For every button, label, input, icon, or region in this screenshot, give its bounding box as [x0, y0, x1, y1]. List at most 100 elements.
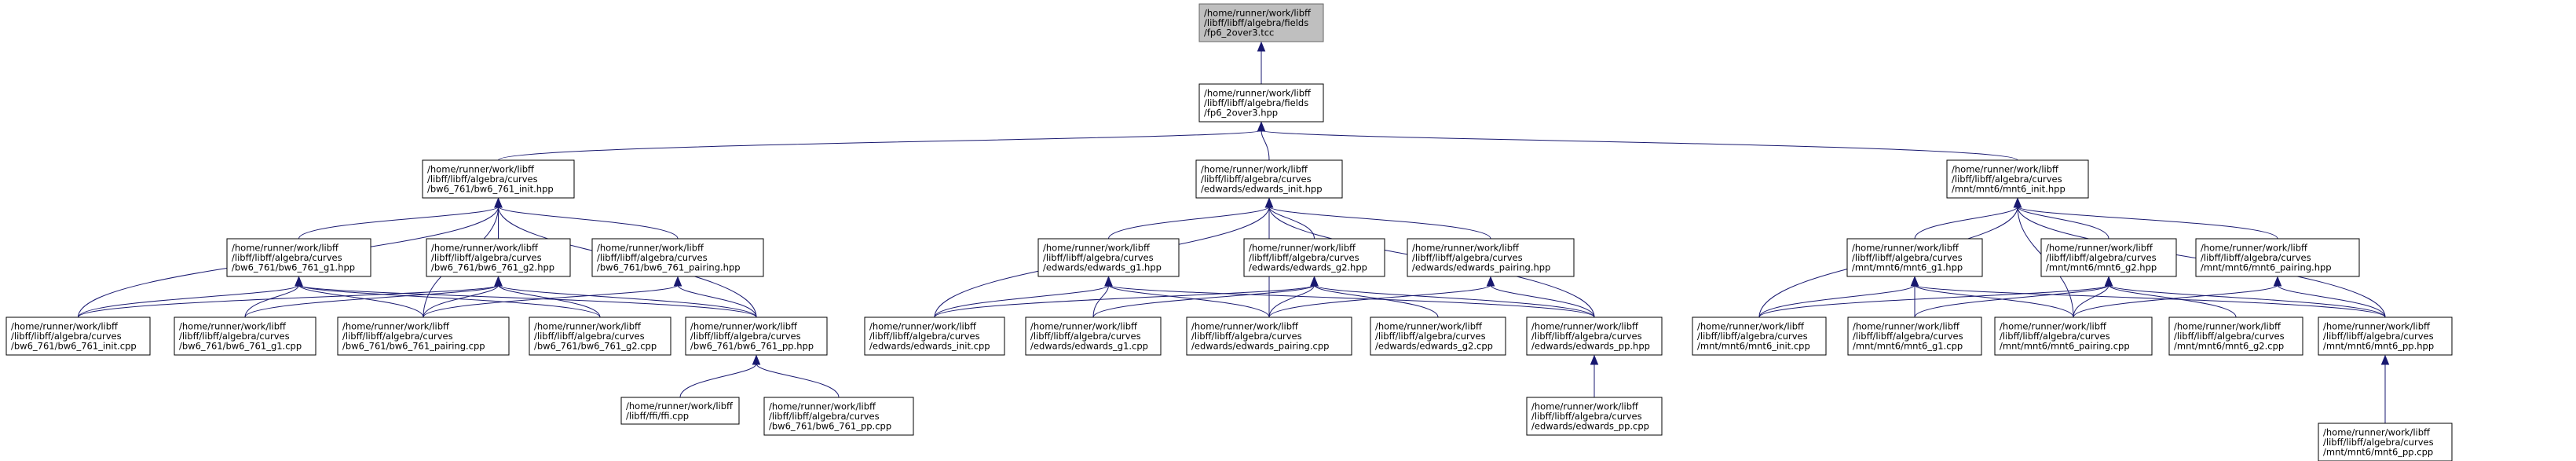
node-label-line: /home/runner/work/libff	[626, 401, 734, 412]
node-mnt6-init-hpp[interactable]: /home/runner/work/libff/libff/libff/alge…	[1946, 159, 2089, 199]
node-label-line: /home/runner/work/libff	[1531, 321, 1639, 332]
node-label-line: /edwards/edwards_init.hpp	[1201, 184, 1323, 195]
arrow-head-icon	[295, 276, 303, 287]
node-bw6-pp-hpp[interactable]: /home/runner/work/libff/libff/libff/alge…	[685, 316, 828, 356]
node-box	[1846, 238, 1983, 277]
node-edwards-g2-hpp[interactable]: /home/runner/work/libff/libff/libff/alge…	[1243, 238, 1385, 277]
node-mnt6-pairing-hpp[interactable]: /home/runner/work/libff/libff/libff/alge…	[2195, 238, 2360, 277]
node-label-line: /libff/libff/algebra/curves	[1531, 331, 1642, 342]
edge-bw6_g2_cpp-to-bw6_g1_hpp	[295, 276, 601, 318]
edge-line	[756, 363, 840, 398]
node-label-line: /mnt/mnt6/mnt6_init.hpp	[1952, 184, 2066, 195]
arrow-head-icon	[1257, 41, 1266, 52]
node-label-line: /libff/libff/algebra/curves	[1030, 331, 1141, 342]
node-fp6-2over3-hpp[interactable]: /home/runner/work/libff/libff/libff/alge…	[1198, 83, 1324, 123]
node-label-line: /mnt/mnt6/mnt6_pp.cpp	[2323, 447, 2433, 458]
node-label-line: /home/runner/work/libff	[11, 321, 119, 332]
node-label-line: /mnt/mnt6/mnt6_pp.hpp	[2323, 341, 2434, 352]
node-label-line: /home/runner/work/libff	[1531, 401, 1639, 412]
node-edwards-pairing-cpp[interactable]: /home/runner/work/libff/libff/libff/alge…	[1186, 316, 1352, 356]
node-edwards-pp-cpp[interactable]: /home/runner/work/libff/libff/libff/alge…	[1526, 397, 1663, 436]
node-mnt6-pairing-cpp[interactable]: /home/runner/work/libff/libff/libff/alge…	[1994, 316, 2153, 356]
node-label-line: /libff/libff/algebra/curves	[534, 331, 645, 342]
node-label-line: /libff/libff/algebra/fields	[1204, 97, 1308, 108]
edge-line	[1914, 284, 2386, 318]
node-box	[2040, 238, 2177, 277]
node-label-line: /home/runner/work/libff	[232, 243, 339, 254]
edge-edwards_pairing_cpp-to-edwards_g1_hpp	[1104, 276, 1270, 318]
node-box	[1847, 316, 1982, 356]
node-fp6-2over3-tcc[interactable]: /home/runner/work/libff/libff/libff/alge…	[1198, 3, 1324, 42]
node-bw6-g1-hpp[interactable]: /home/runner/work/libff/libff/libff/alge…	[226, 238, 371, 277]
edge-edwards_init_cpp-to-edwards_g2_hpp	[934, 276, 1319, 318]
node-label-line: /home/runner/work/libff	[1191, 321, 1299, 332]
node-box	[1946, 159, 2089, 199]
edge-edwards_g2_hpp-to-edwards_init_hpp	[1264, 197, 1315, 240]
edge-line	[244, 284, 299, 318]
node-edwards-g2-cpp[interactable]: /home/runner/work/libff/libff/libff/alge…	[1370, 316, 1506, 356]
node-label-line: /libff/libff/algebra/curves	[1531, 411, 1642, 422]
node-mnt6-init-cpp[interactable]: /home/runner/work/libff/libff/libff/alge…	[1692, 316, 1827, 356]
node-bw6-pairing-hpp[interactable]: /home/runner/work/libff/libff/libff/alge…	[591, 238, 764, 277]
edge-bw6_pairing_cpp-to-bw6_pairing_hpp	[423, 276, 682, 318]
node-bw6-g1-cpp[interactable]: /home/runner/work/libff/libff/libff/alge…	[174, 316, 317, 356]
node-label-line: /libff/libff/algebra/curves	[1201, 174, 1312, 185]
node-bw6-g2-cpp[interactable]: /home/runner/work/libff/libff/libff/alge…	[529, 316, 671, 356]
edge-mnt6_pp_hpp-to-mnt6_g2_hpp	[2104, 276, 2386, 318]
node-label-line: /mnt/mnt6/mnt6_pairing.cpp	[2000, 341, 2130, 352]
edge-line	[1314, 284, 1595, 318]
arrow-head-icon	[2013, 197, 2022, 208]
node-mnt6-g1-cpp[interactable]: /home/runner/work/libff/libff/libff/alge…	[1847, 316, 1982, 356]
node-edwards-pairing-hpp[interactable]: /home/runner/work/libff/libff/libff/alge…	[1407, 238, 1575, 277]
edge-line	[1490, 284, 1595, 318]
node-label-line: /bw6_761/bw6_761_pairing.cpp	[342, 341, 485, 352]
node-label-line: /mnt/mnt6/mnt6_g1.hpp	[1852, 262, 1963, 273]
node-edwards-pp-hpp[interactable]: /home/runner/work/libff/libff/libff/alge…	[1526, 316, 1663, 356]
node-label-line: /home/runner/work/libff	[534, 321, 642, 332]
node-bw6-init-hpp[interactable]: /home/runner/work/libff/libff/libff/alge…	[422, 159, 575, 199]
edge-line	[1092, 284, 1315, 318]
node-label-line: /libff/libff/algebra/curves	[179, 331, 290, 342]
edge-line	[2017, 206, 2109, 240]
node-label-line: /home/runner/work/libff	[342, 321, 450, 332]
node-label-line: /libff/libff/algebra/curves	[2174, 331, 2285, 342]
edge-edwards_pp_cpp-to-edwards_pp_hpp	[1590, 354, 1599, 398]
edge-bw6_pairing_hpp-to-bw6_init_hpp	[494, 197, 679, 240]
node-edwards-g1-hpp[interactable]: /home/runner/work/libff/libff/libff/alge…	[1037, 238, 1180, 277]
node-bw6-pairing-cpp[interactable]: /home/runner/work/libff/libff/libff/alge…	[337, 316, 510, 356]
node-mnt6-pp-hpp[interactable]: /home/runner/work/libff/libff/libff/alge…	[2318, 316, 2453, 356]
edge-mnt6_pp_hpp-to-mnt6_g1_hpp	[1910, 276, 2386, 318]
node-box	[2318, 423, 2453, 461]
node-label-line: /home/runner/work/libff	[1204, 8, 1312, 19]
node-mnt6-g1-hpp[interactable]: /home/runner/work/libff/libff/libff/alge…	[1846, 238, 1983, 277]
node-label-line: /home/runner/work/libff	[1375, 321, 1483, 332]
node-box	[763, 397, 914, 436]
node-box	[337, 316, 510, 356]
node-mnt6-pp-cpp[interactable]: /home/runner/work/libff/libff/libff/alge…	[2318, 423, 2453, 461]
node-mnt6-g2-hpp[interactable]: /home/runner/work/libff/libff/libff/alge…	[2040, 238, 2177, 277]
edge-line	[423, 284, 499, 318]
node-label-line: /home/runner/work/libff	[1249, 243, 1356, 254]
node-label-line: /edwards/edwards_g2.cpp	[1375, 341, 1493, 352]
edge-line	[2073, 284, 2278, 318]
node-bw6-pp-cpp[interactable]: /home/runner/work/libff/libff/libff/alge…	[763, 397, 914, 436]
node-edwards-g1-cpp[interactable]: /home/runner/work/libff/libff/libff/alge…	[1025, 316, 1162, 356]
node-box	[1037, 238, 1180, 277]
node-bw6-g2-hpp[interactable]: /home/runner/work/libff/libff/libff/alge…	[426, 238, 571, 277]
node-label-line: /edwards/edwards_pp.cpp	[1531, 421, 1649, 432]
node-ffi-cpp[interactable]: /home/runner/work/libff/libff/ffi/ffi.cp…	[620, 397, 740, 425]
edge-line	[423, 284, 679, 318]
edge-mnt6_pairing_cpp-to-mnt6_g1_hpp	[1910, 276, 2074, 318]
node-mnt6-g2-cpp[interactable]: /home/runner/work/libff/libff/libff/alge…	[2168, 316, 2303, 356]
node-box	[2195, 238, 2360, 277]
node-box	[174, 316, 317, 356]
node-label-line: /edwards/edwards_pp.hpp	[1531, 341, 1650, 352]
node-box	[529, 316, 671, 356]
node-box	[591, 238, 764, 277]
edge-bw6_g1_hpp-to-bw6_init_hpp	[298, 197, 503, 240]
edge-mnt6_pp_hpp-to-mnt6_pairing_hpp	[2273, 276, 2386, 318]
node-edwards-init-cpp[interactable]: /home/runner/work/libff/libff/libff/alge…	[864, 316, 1005, 356]
node-edwards-init-hpp[interactable]: /home/runner/work/libff/libff/libff/alge…	[1195, 159, 1343, 199]
node-label-line: /libff/libff/algebra/curves	[2323, 331, 2434, 342]
node-bw6-init-cpp[interactable]: /home/runner/work/libff/libff/libff/alge…	[5, 316, 151, 356]
